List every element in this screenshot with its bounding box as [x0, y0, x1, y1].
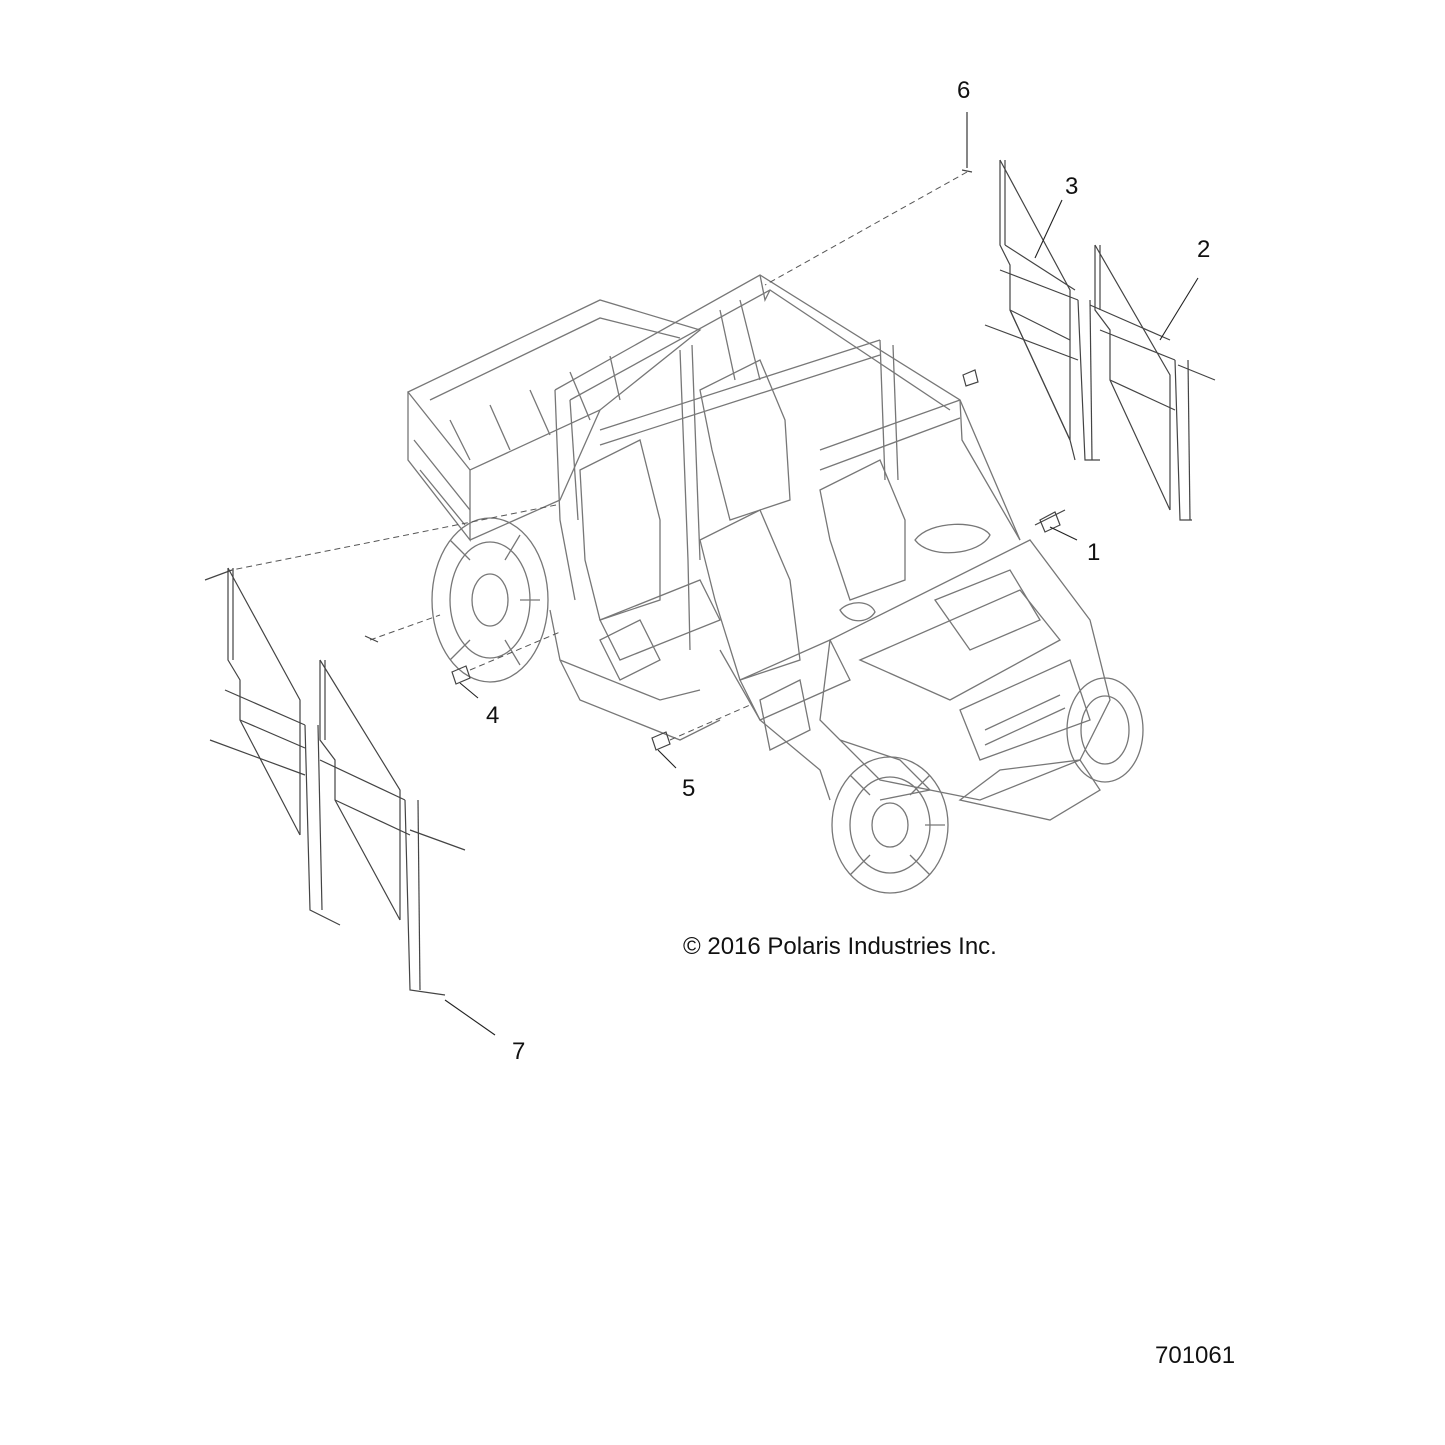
callout-1: 1	[1087, 539, 1101, 566]
part-6-pin	[231, 112, 973, 643]
callout-6: 6	[957, 77, 971, 104]
part-7-door-net-front	[319, 659, 496, 1036]
part-7-door-net-rear	[204, 567, 341, 926]
wheel-rear-left	[431, 517, 549, 683]
seats	[579, 359, 906, 721]
callout-3: 3	[1065, 173, 1079, 200]
wheel-front-left	[831, 756, 949, 894]
roll-cage	[554, 274, 1021, 651]
cargo-bed	[406, 299, 702, 542]
part-bracket-upper	[962, 369, 979, 387]
part-5-bracket	[651, 704, 751, 769]
part-1-bracket	[1034, 509, 1078, 541]
figure-number: 701061	[1155, 1342, 1236, 1369]
callout-7: 7	[512, 1038, 526, 1065]
part-3-door-net	[984, 159, 1100, 461]
vehicle-body	[549, 523, 1111, 821]
callout-4: 4	[486, 702, 500, 729]
part-2-door-net	[1089, 244, 1216, 521]
callout-5: 5	[682, 775, 696, 802]
callout-2: 2	[1197, 236, 1211, 263]
wheel-front-right	[1066, 677, 1144, 783]
part-4-bracket	[451, 631, 561, 699]
copyright-text: © 2016 Polaris Industries Inc.	[683, 933, 997, 960]
